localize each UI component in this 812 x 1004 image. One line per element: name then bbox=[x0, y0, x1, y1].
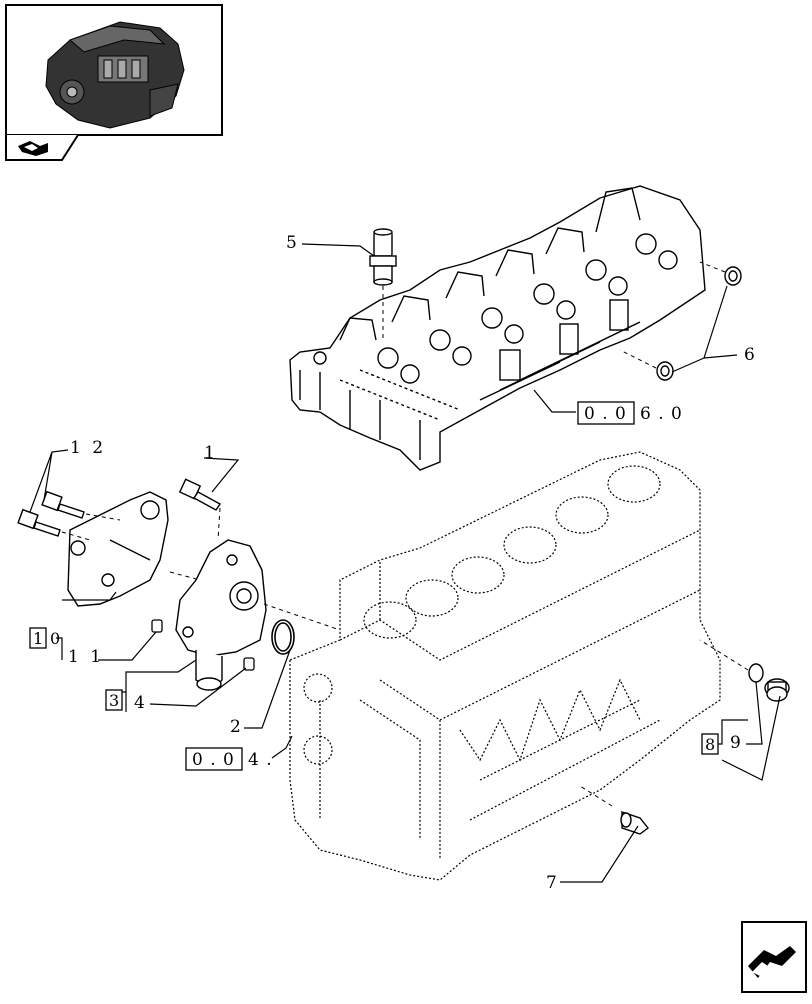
reference-engine-block[interactable]: 0 . 0 4 . bbox=[185, 747, 273, 771]
part-2-seal[interactable] bbox=[271, 619, 295, 655]
part-6-plug-upper[interactable] bbox=[724, 266, 742, 286]
part-11-dowel-pin[interactable] bbox=[151, 619, 163, 633]
reference-cylinder-head[interactable]: 0 . 0 6 . 0 bbox=[577, 401, 683, 425]
svg-text:6 . 0: 6 . 0 bbox=[640, 404, 683, 424]
boxed-label-8[interactable]: 8 bbox=[701, 733, 719, 755]
part-3-housing[interactable] bbox=[175, 539, 267, 691]
part-5-adapter[interactable] bbox=[369, 228, 397, 286]
callout-2: 2 bbox=[230, 717, 241, 737]
svg-text:0: 0 bbox=[50, 629, 60, 648]
callout-12: 1 2 bbox=[70, 438, 106, 458]
next-page-arrow-icon[interactable] bbox=[741, 921, 807, 993]
svg-text:1: 1 bbox=[33, 629, 43, 648]
part-12-bolt-upper[interactable] bbox=[41, 490, 85, 519]
part-6-plug-lower[interactable] bbox=[656, 361, 674, 381]
boxed-label-1[interactable]: 1 0 bbox=[29, 627, 60, 649]
callout-1: 1 bbox=[204, 443, 215, 463]
part-9-seal[interactable] bbox=[748, 663, 764, 683]
part-7-sensor[interactable] bbox=[620, 811, 649, 835]
cylinder-head-drawing bbox=[289, 185, 706, 471]
bracket bbox=[67, 491, 169, 607]
callout-7: 7 bbox=[546, 873, 557, 893]
callout-9: 9 bbox=[730, 733, 741, 753]
callout-5: 5 bbox=[286, 233, 297, 253]
part-12-bolt-lower[interactable] bbox=[17, 508, 61, 537]
leader-dashed bbox=[619, 261, 726, 369]
callout-6: 6 bbox=[744, 345, 755, 365]
part-8-plug[interactable] bbox=[764, 678, 790, 702]
leader-dashed bbox=[61, 507, 341, 631]
section-tab[interactable] bbox=[5, 134, 79, 161]
callout-leaders bbox=[29, 243, 781, 883]
callout-4: 4 bbox=[134, 693, 145, 713]
svg-text:4 .: 4 . bbox=[248, 750, 273, 770]
svg-text:3: 3 bbox=[109, 691, 119, 710]
section-arrow-icon bbox=[18, 141, 48, 156]
svg-text:0 . 0: 0 . 0 bbox=[584, 404, 627, 424]
svg-text:0 . 0: 0 . 0 bbox=[192, 750, 235, 770]
svg-text:8: 8 bbox=[705, 735, 715, 754]
callout-11: 1 1 bbox=[68, 647, 104, 667]
part-11-dowel-pin[interactable] bbox=[243, 657, 255, 671]
engine-thumbnail-icon[interactable] bbox=[5, 4, 223, 136]
engine-block-drawing bbox=[289, 451, 721, 881]
boxed-label-3[interactable]: 3 bbox=[105, 689, 123, 711]
part-1-bolt[interactable] bbox=[178, 478, 222, 511]
leader-dashed bbox=[579, 785, 613, 807]
leader-dashed bbox=[699, 639, 749, 671]
